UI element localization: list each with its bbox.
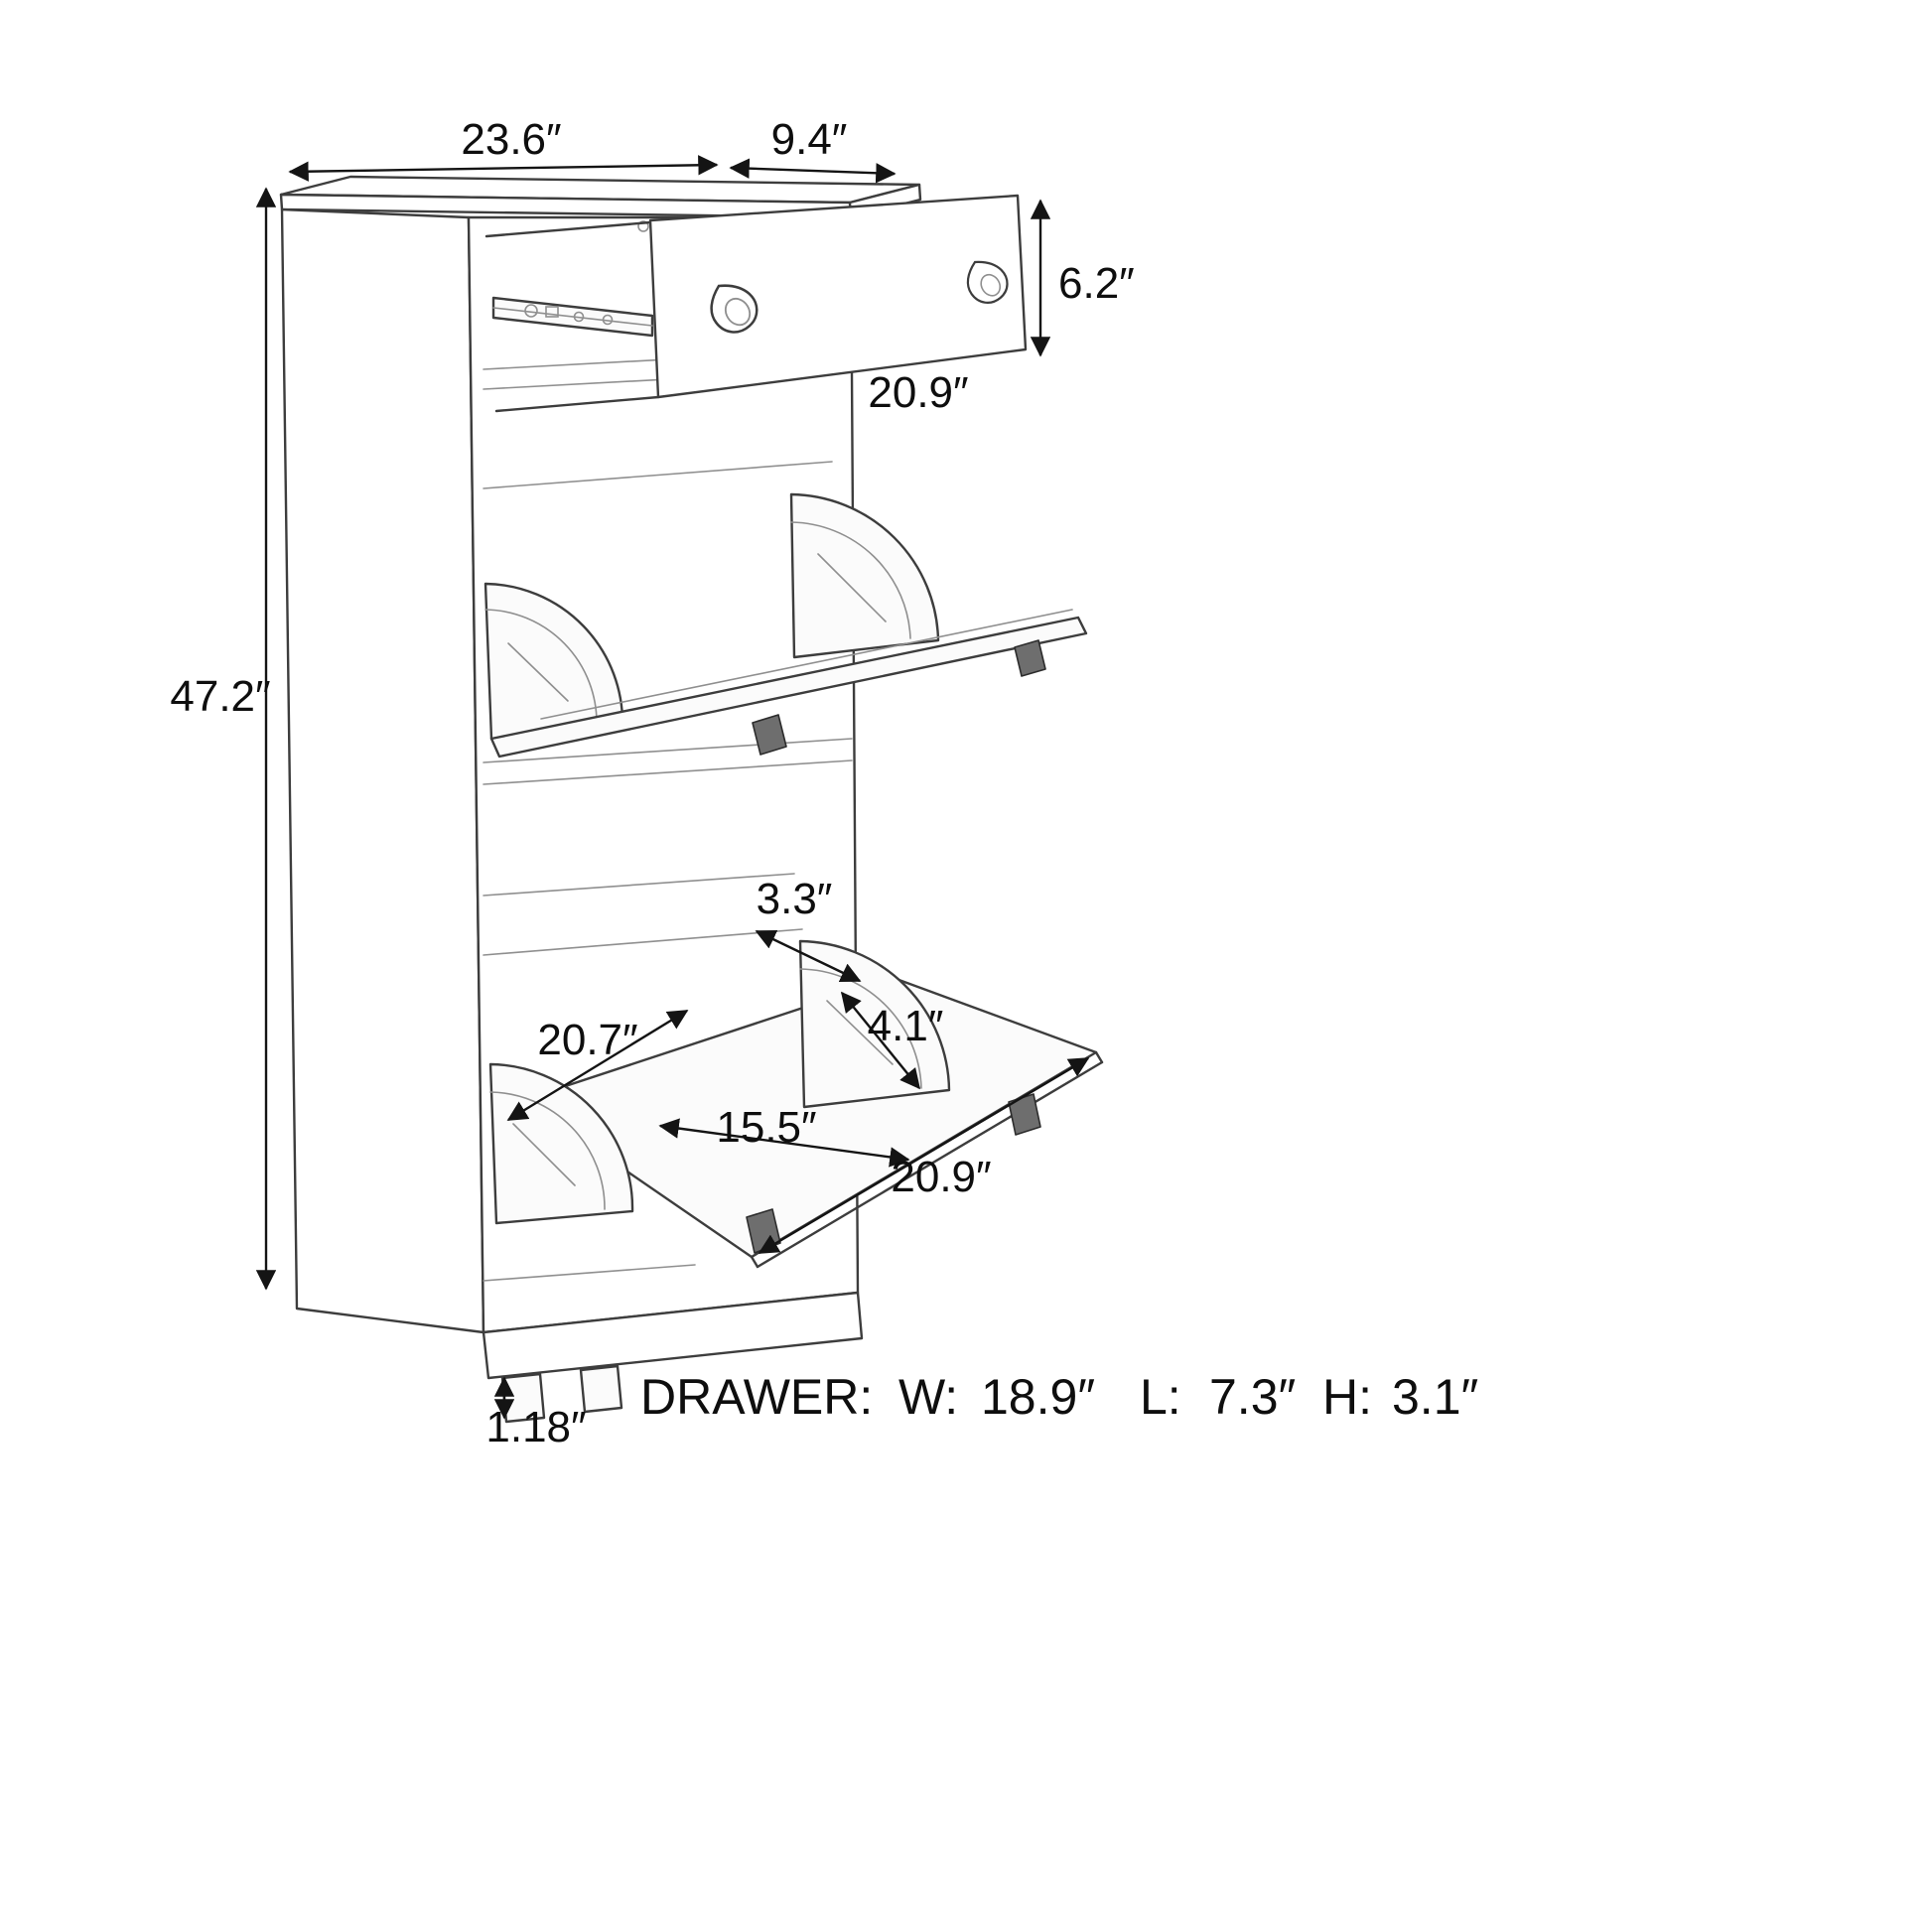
middle-flip-door xyxy=(483,461,1088,759)
dim-door-side-length: 20.7″ xyxy=(506,1009,689,1122)
dim-top-width: 23.6″ xyxy=(288,115,719,182)
door-foot xyxy=(1014,639,1046,677)
drawer-spec-w-value: 18.9″ xyxy=(981,1369,1095,1425)
dim-overall-height: 47.2″ xyxy=(170,187,277,1291)
door-foot xyxy=(752,714,787,756)
dim-door-inner-width-label: 15.5″ xyxy=(716,1103,816,1152)
dim-door-gap-label: 3.3″ xyxy=(757,875,833,923)
cabinet-leg xyxy=(579,1364,623,1414)
dim-top-depth-label: 9.4″ xyxy=(771,115,848,164)
dim-drawer-width: 20.9″ xyxy=(868,368,968,417)
drawer-knob xyxy=(710,284,759,334)
dim-leg-height: 1.18″ xyxy=(485,1376,587,1451)
screw-icon xyxy=(637,220,649,232)
cabinet-plinth xyxy=(482,1291,864,1380)
drawer-spec-h-label: H: xyxy=(1322,1369,1372,1425)
drawer-front-panel xyxy=(648,194,1028,399)
dim-door-side-length-label: 20.7″ xyxy=(537,1016,637,1064)
dim-drawer-width-label: 20.9″ xyxy=(868,368,968,417)
dim-top-depth: 9.4″ xyxy=(729,115,897,184)
drawer-spec-l-value: 7.3″ xyxy=(1209,1369,1296,1425)
dim-door-front-width-label: 20.9″ xyxy=(891,1153,991,1201)
drawer-knob xyxy=(966,260,1009,304)
door-foot xyxy=(1008,1093,1041,1136)
dim-drawer-height-label: 6.2″ xyxy=(1058,259,1135,308)
drawer-spec: DRAWER: W: 18.9″ L: 7.3″ H: 3.1″ xyxy=(640,1369,1478,1425)
cabinet-left-panel xyxy=(280,207,485,1334)
drawer-spec-l-label: L: xyxy=(1140,1369,1181,1425)
dim-overall-height-label: 47.2″ xyxy=(170,672,270,721)
drawer-spec-label: DRAWER: xyxy=(640,1369,873,1425)
dim-door-bracket-depth-label: 4.1″ xyxy=(868,1002,944,1050)
drawer-spec-h-value: 3.1″ xyxy=(1392,1369,1478,1425)
dim-leg-height-label: 1.18″ xyxy=(485,1403,586,1451)
middle-door-panel xyxy=(489,616,1088,759)
dim-top-width-label: 23.6″ xyxy=(461,115,561,164)
dim-drawer-height: 6.2″ xyxy=(1030,199,1135,357)
drawer-spec-w-label: W: xyxy=(898,1369,958,1425)
open-drawer xyxy=(484,194,1028,413)
dim-door-bracket-depth: 4.1″ xyxy=(840,991,944,1090)
dim-door-front-width: 20.9″ xyxy=(758,1056,1090,1255)
flip-bracket xyxy=(789,492,940,659)
dimensions: 23.6″ 9.4″ 6.2″ 20.9″ 47.2″ 3.3″ 4.1″ 2 xyxy=(170,115,1478,1451)
dim-door-gap: 3.3″ xyxy=(755,875,862,983)
